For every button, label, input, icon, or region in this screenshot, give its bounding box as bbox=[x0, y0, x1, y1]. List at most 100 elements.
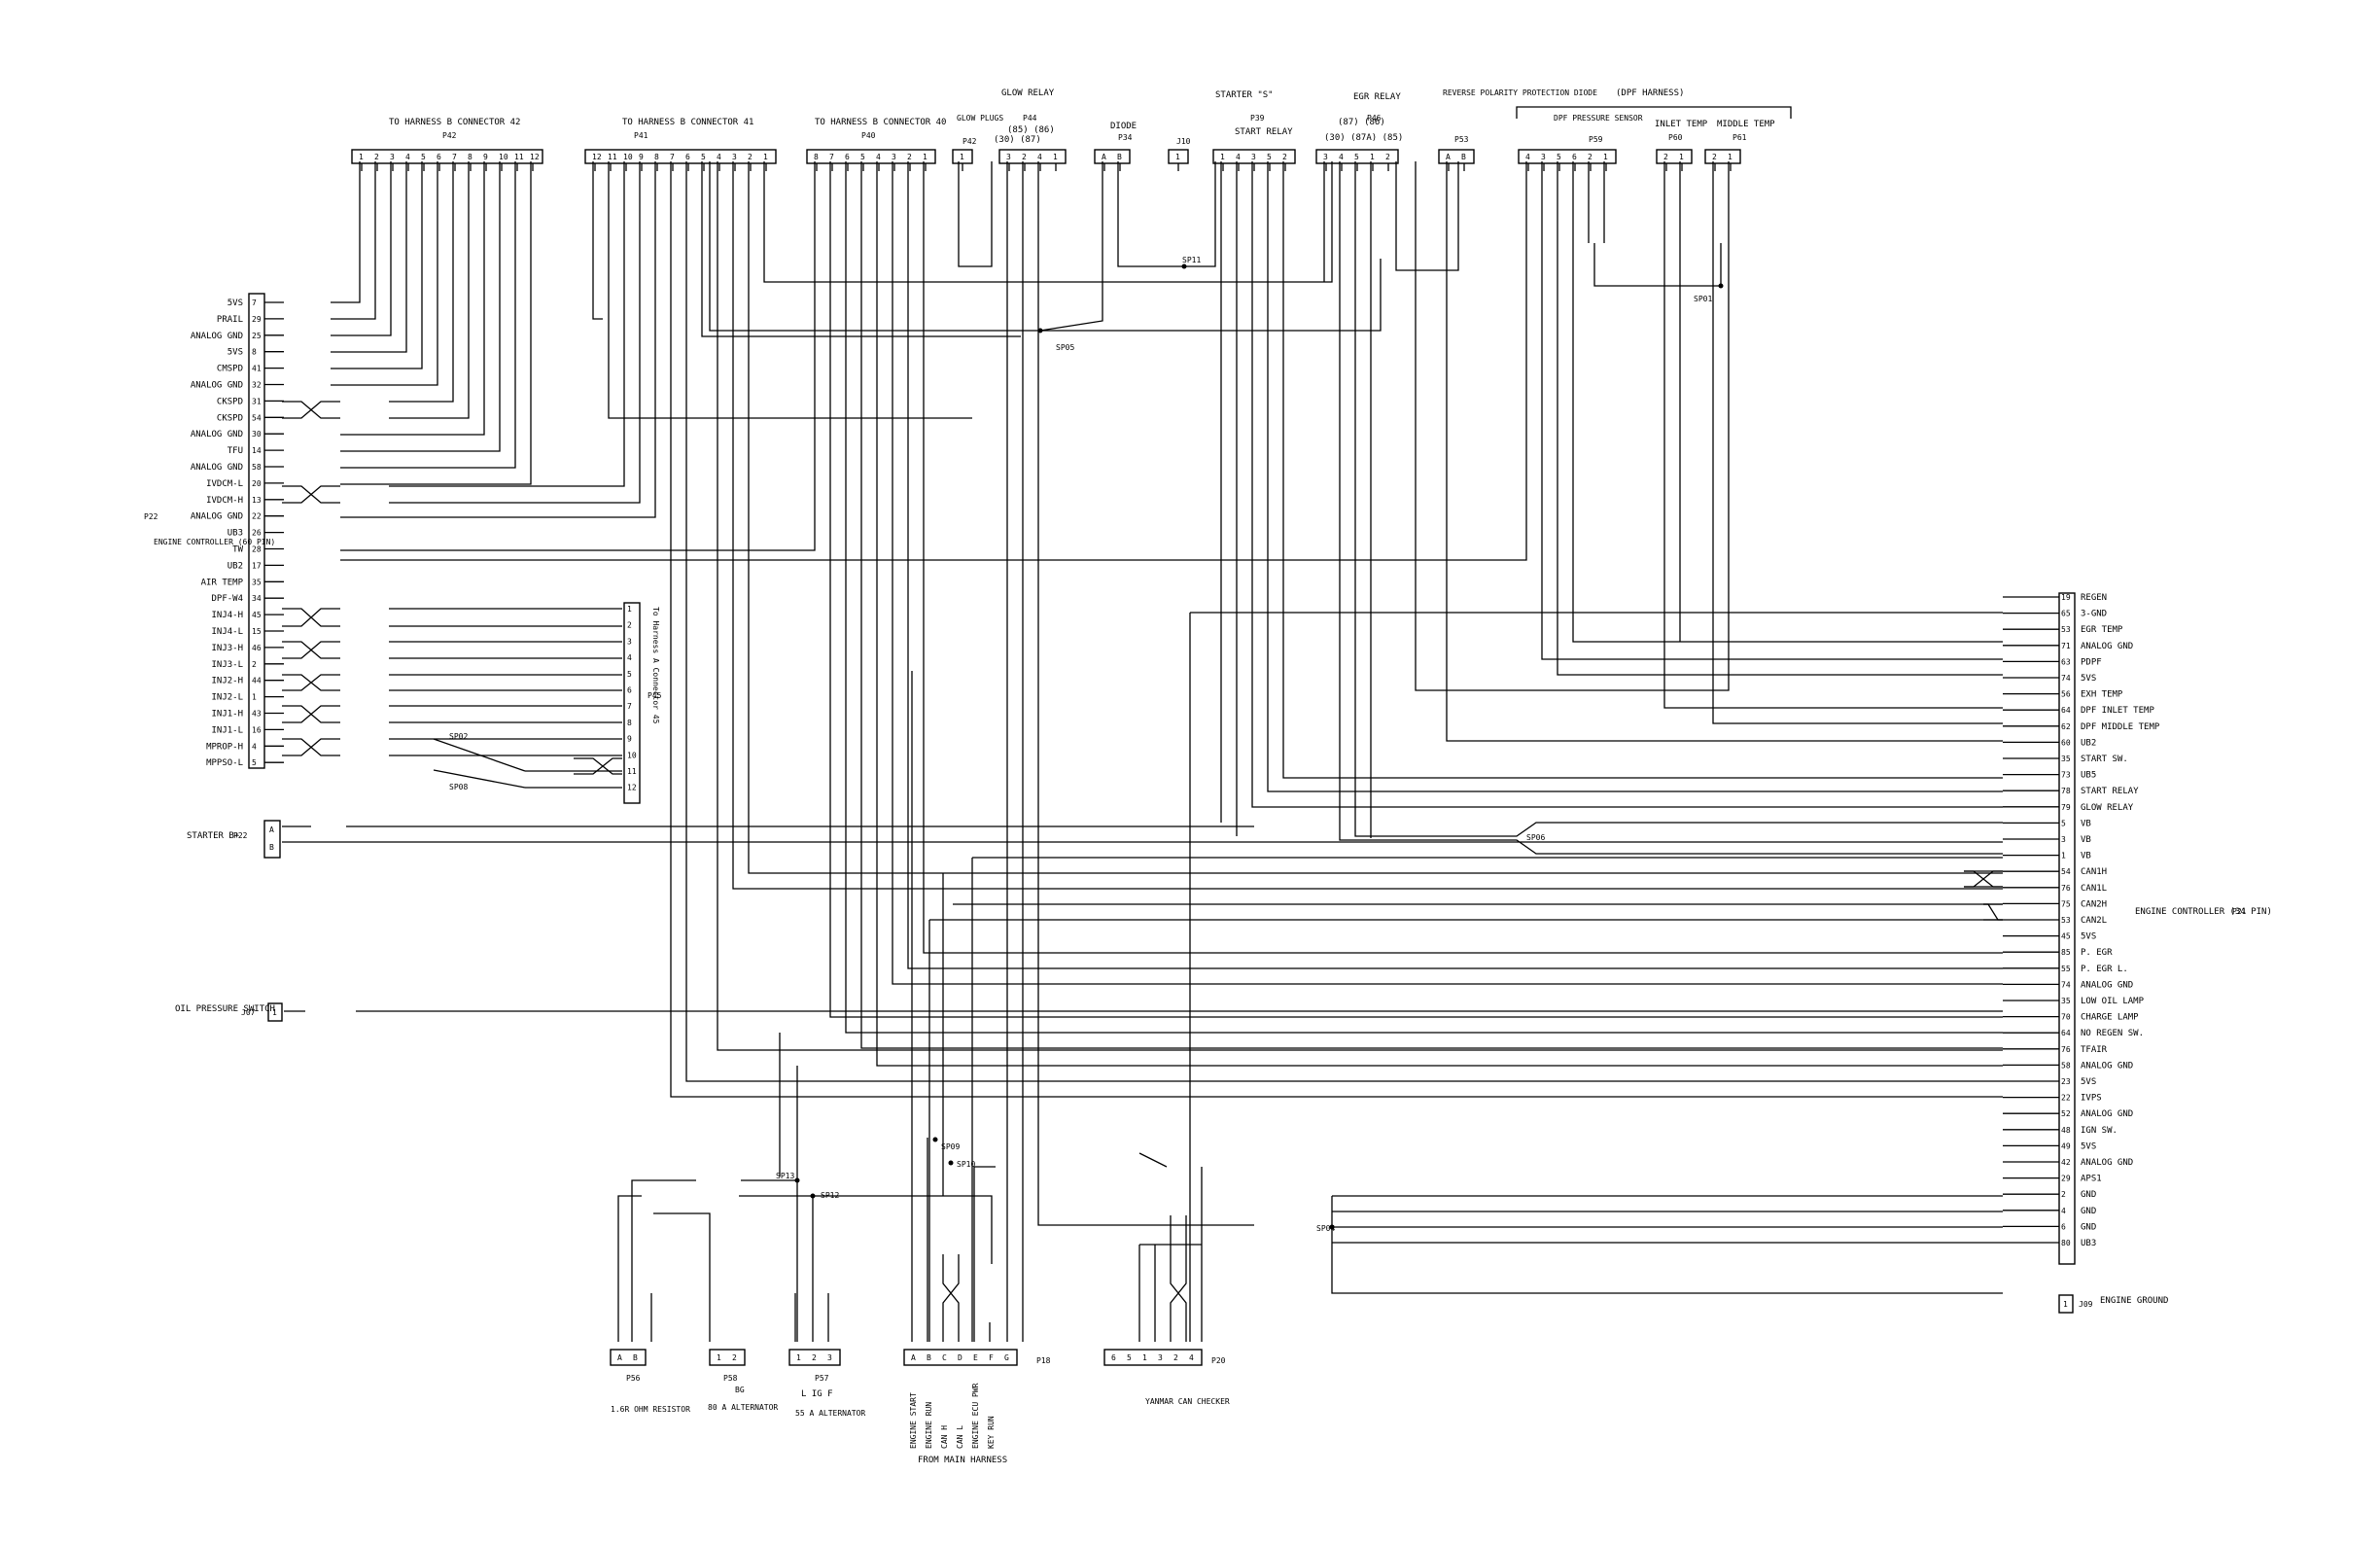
left-pin-num: 8 bbox=[252, 348, 257, 357]
right-pin-label: VB bbox=[2081, 852, 2091, 861]
dpf-pressure-title: DPF PRESSURE SENSOR bbox=[1554, 114, 1643, 123]
egr_relay-pin: 5 bbox=[1354, 153, 1359, 161]
left-pin-label: ANALOG GND bbox=[191, 463, 243, 473]
p18-id: P18 bbox=[1036, 1356, 1051, 1365]
right-pin-label: CAN2H bbox=[2081, 899, 2107, 909]
reverse-pin: B bbox=[1461, 153, 1466, 161]
engine-ground-pin: 1 bbox=[2063, 1300, 2068, 1309]
p45-id: P45 bbox=[648, 691, 662, 700]
right-pin-num: 5 bbox=[2061, 819, 2066, 827]
diode-id: P34 bbox=[1118, 133, 1133, 142]
start_relay-pin: 5 bbox=[1267, 153, 1272, 161]
p40-pin: 3 bbox=[892, 153, 896, 161]
starter-b-id: P22 bbox=[233, 831, 248, 840]
dpf_pressure-box bbox=[1518, 149, 1617, 164]
right-pin-label: CAN1H bbox=[2081, 867, 2107, 877]
left-pin-num: 17 bbox=[252, 561, 262, 570]
right-pin-label: PDPF bbox=[2081, 657, 2102, 667]
p18-pin: D bbox=[958, 1353, 962, 1362]
glow_relay-pin: 2 bbox=[1022, 153, 1027, 161]
p42-title: TO HARNESS B CONNECTOR 42 bbox=[389, 118, 520, 127]
right-pin-label: 5VS bbox=[2081, 1077, 2096, 1087]
p18-footer: FROM MAIN HARNESS bbox=[918, 1456, 1007, 1465]
right-pin-label: TFAIR bbox=[2081, 1045, 2108, 1055]
glow_plugs-pin: 1 bbox=[960, 153, 964, 161]
left-pin-num: 58 bbox=[252, 463, 262, 472]
starter-b-label: STARTER B+ bbox=[187, 831, 240, 841]
right-pin-num: 56 bbox=[2061, 690, 2071, 699]
right-pin-label: UB3 bbox=[2081, 1239, 2096, 1248]
starter-pin: 1 bbox=[1175, 153, 1180, 161]
p18-pin: A bbox=[911, 1353, 916, 1362]
p18-pin: B bbox=[927, 1353, 931, 1362]
dpf-harness-title: (DPF HARNESS) bbox=[1616, 88, 1684, 98]
right-pin-label: ANALOG GND bbox=[2081, 1061, 2133, 1071]
right-controller-id: P21 bbox=[2232, 907, 2247, 916]
right-pin-num: 78 bbox=[2061, 787, 2071, 795]
p40-pin: 5 bbox=[860, 153, 865, 161]
glow-plugs-title: GLOW PLUGS bbox=[957, 114, 1003, 123]
right-pin-label: EGR TEMP bbox=[2081, 625, 2123, 635]
left-pin-num: 31 bbox=[252, 397, 262, 405]
diode-pin: A bbox=[1102, 153, 1106, 161]
p42-pin: 8 bbox=[468, 153, 472, 161]
right-pin-num: 42 bbox=[2061, 1158, 2071, 1167]
left-pin-num: 34 bbox=[252, 594, 262, 603]
left-pin-num: 20 bbox=[252, 479, 262, 488]
left-controller-id: P22 bbox=[144, 512, 158, 521]
left-controller-label: ENGINE CONTROLLER (60 PIN) bbox=[154, 538, 275, 546]
right-pin-num: 76 bbox=[2061, 1045, 2071, 1054]
splice-sp08: SP08 bbox=[449, 783, 468, 791]
p45-pin-num: 1 bbox=[627, 605, 632, 614]
p42-pin: 10 bbox=[499, 153, 508, 161]
left-pin-num: 44 bbox=[252, 677, 262, 685]
p41-title: TO HARNESS B CONNECTOR 41 bbox=[622, 118, 753, 127]
p18-wire-label: ENGINE ECU PWR bbox=[971, 1383, 980, 1449]
glow-relay-sub: (85) (86) bbox=[1007, 125, 1055, 135]
right-pin-label: 5VS bbox=[2081, 932, 2096, 942]
left-pin-num: 43 bbox=[252, 710, 262, 719]
p41-pin: 7 bbox=[670, 153, 675, 161]
right-pin-num: 3 bbox=[2061, 835, 2066, 844]
right-pin-label: CHARGE LAMP bbox=[2081, 1013, 2139, 1023]
glow_relay-pin: 3 bbox=[1006, 153, 1011, 161]
right-pin-num: 64 bbox=[2061, 1029, 2071, 1037]
twisted-pairs bbox=[282, 401, 2003, 921]
p58-pin: 2 bbox=[732, 1353, 737, 1362]
p20-pin: 2 bbox=[1173, 1353, 1178, 1362]
left-pin-num: 54 bbox=[252, 413, 262, 422]
starter-s-title: STARTER "S" bbox=[1215, 90, 1274, 100]
p42-pin: 3 bbox=[390, 153, 395, 161]
left-pin-label: DPF-W4 bbox=[211, 594, 243, 604]
right-pin-num: 74 bbox=[2061, 674, 2071, 683]
left-pin-label: INJ4-H bbox=[211, 611, 243, 620]
engine-ground-id: J09 bbox=[2079, 1300, 2093, 1309]
p42-pin: 5 bbox=[421, 153, 426, 161]
start-relay-id: P39 bbox=[1250, 114, 1265, 123]
p40-id: P40 bbox=[861, 131, 876, 140]
glow_relay-pin: 4 bbox=[1037, 153, 1042, 161]
p45-label: To Harness A Connector 45 bbox=[651, 607, 660, 724]
right-pin-label: GLOW RELAY bbox=[2081, 803, 2134, 813]
right-pin-num: 19 bbox=[2061, 593, 2071, 602]
left-pin-num: 35 bbox=[252, 578, 262, 586]
dpf-pressure-id: P59 bbox=[1589, 135, 1603, 144]
p57-pin: 2 bbox=[812, 1353, 817, 1362]
left-pin-num: 46 bbox=[252, 644, 262, 652]
p41-pin: 3 bbox=[732, 153, 737, 161]
p40-box bbox=[806, 149, 936, 164]
right-pin-num: 64 bbox=[2061, 706, 2071, 715]
wires bbox=[282, 161, 2003, 1342]
right-pin-label: P. EGR L. bbox=[2081, 965, 2128, 974]
right-pin-label: 5VS bbox=[2081, 674, 2096, 684]
dpf_pressure-pin: 6 bbox=[1572, 153, 1577, 161]
splice-sp09: SP09 bbox=[941, 1142, 960, 1151]
oil-pressure-id: J07 bbox=[241, 1008, 256, 1017]
p18-wire-label: CAN L bbox=[956, 1425, 964, 1449]
p58-pin: 1 bbox=[717, 1353, 721, 1362]
p45-pin-num: 4 bbox=[627, 653, 632, 662]
p45-pin-num: 12 bbox=[627, 784, 637, 792]
right-pin-num: 35 bbox=[2061, 997, 2071, 1005]
